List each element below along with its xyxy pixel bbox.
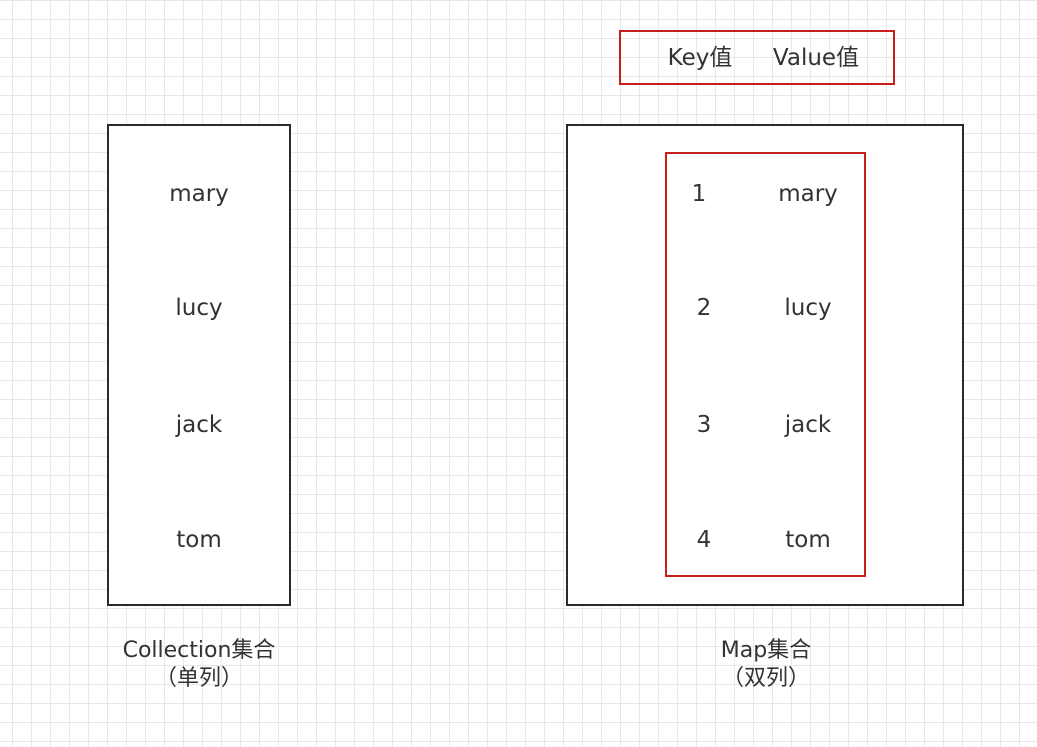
collection-item: jack bbox=[175, 412, 223, 438]
map-caption-sub: （双列） bbox=[721, 666, 811, 691]
map-value: lucy bbox=[784, 295, 832, 321]
map-value: mary bbox=[778, 181, 838, 207]
map-key: 1 bbox=[691, 181, 707, 207]
key-value-header-box bbox=[619, 30, 895, 85]
map-value: jack bbox=[784, 412, 832, 438]
key-label: Key值 bbox=[667, 45, 733, 71]
collection-item: mary bbox=[169, 181, 229, 207]
map-key: 2 bbox=[696, 295, 712, 321]
collection-caption-sub: （单列） bbox=[154, 666, 244, 691]
collection-item: lucy bbox=[175, 295, 223, 321]
value-label: Value值 bbox=[772, 45, 860, 71]
map-value: tom bbox=[785, 527, 831, 553]
collection-item: tom bbox=[176, 527, 222, 553]
map-caption: Map集合 bbox=[720, 638, 812, 663]
map-key: 3 bbox=[696, 412, 712, 438]
collection-box bbox=[107, 124, 291, 606]
map-key: 4 bbox=[696, 527, 712, 553]
map-entries-highlight bbox=[665, 152, 866, 577]
collection-caption: Collection集合 bbox=[122, 638, 276, 663]
map-box bbox=[566, 124, 964, 606]
